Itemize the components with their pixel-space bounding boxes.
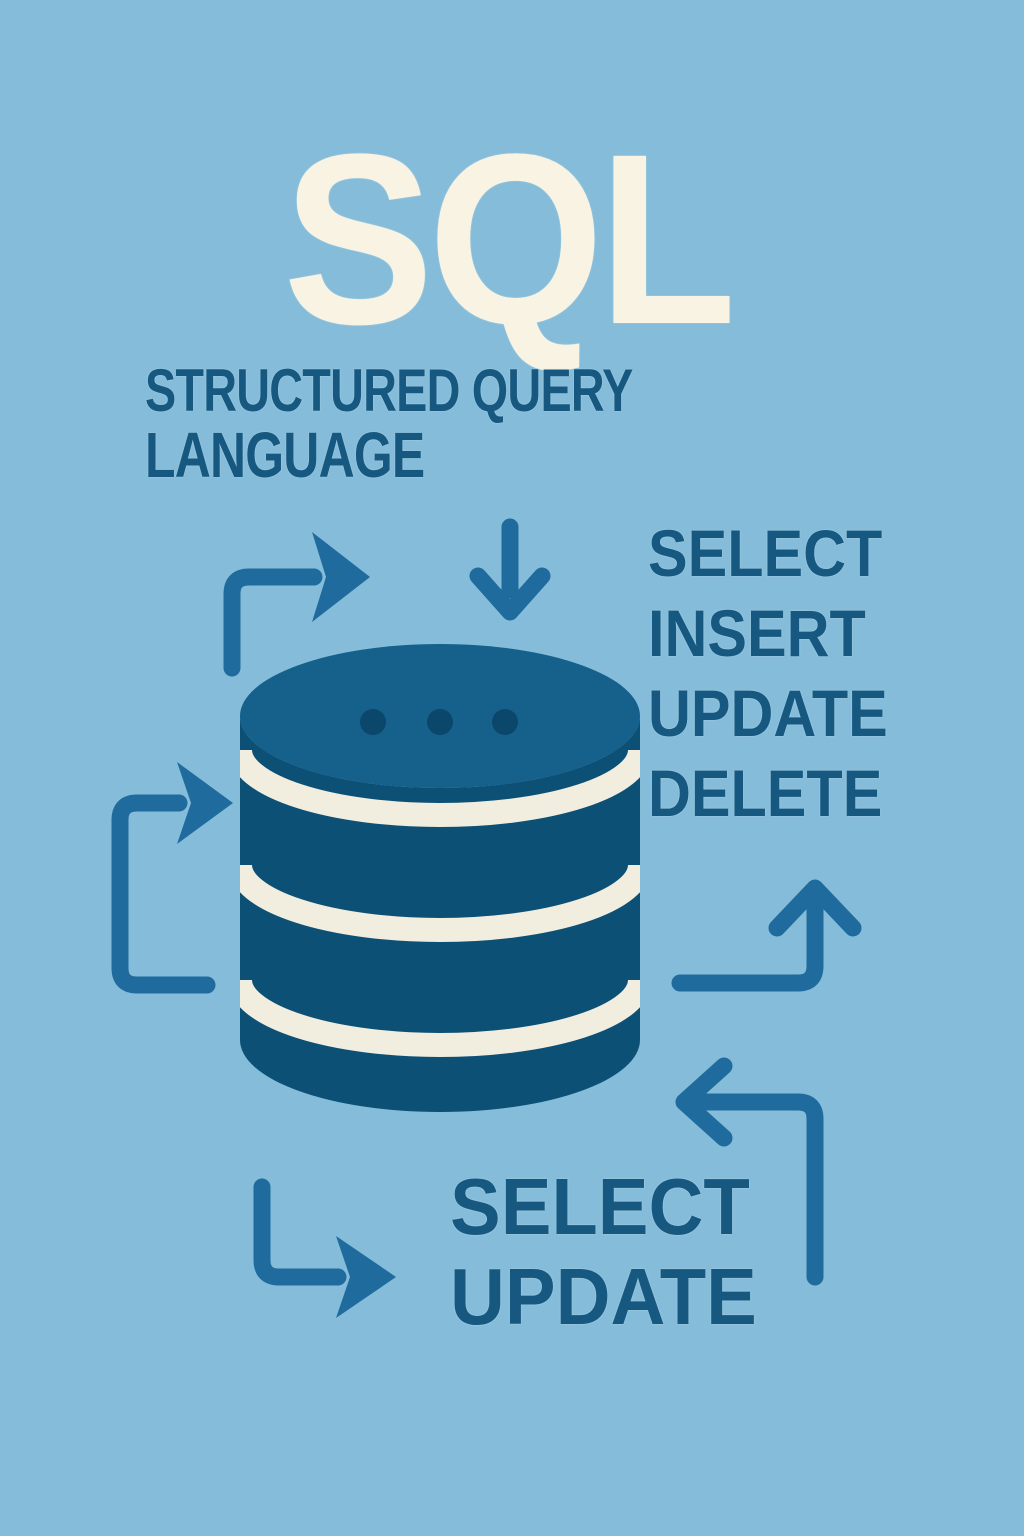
subtitle-line-1: STRUCTURED QUERY bbox=[145, 357, 633, 424]
operation-update: UPDATE bbox=[648, 676, 888, 750]
sql-operations-bottom: SELECT UPDATE bbox=[450, 1162, 757, 1342]
database-cylinder-icon bbox=[240, 644, 640, 1112]
operation-select: SELECT bbox=[648, 516, 883, 590]
page-title: SQL bbox=[283, 104, 736, 375]
operation-insert: INSERT bbox=[648, 596, 866, 670]
loop-left-arrow-icon bbox=[111, 762, 233, 994]
cylinder-stripes bbox=[240, 749, 640, 1057]
operation-select-bottom: SELECT bbox=[450, 1162, 750, 1251]
sql-operations-list: SELECT INSERT UPDATE DELETE bbox=[648, 513, 888, 833]
turn-left-arrow-icon bbox=[675, 1057, 824, 1286]
operation-delete: DELETE bbox=[648, 756, 883, 830]
down-arrow-icon bbox=[469, 518, 551, 621]
cylinder-dots bbox=[360, 709, 518, 735]
branch-right-arrow-icon bbox=[253, 1178, 396, 1318]
turn-right-arrow-icon bbox=[223, 532, 370, 677]
subtitle-line-2: LANGUAGE bbox=[145, 419, 425, 491]
operation-update-bottom: UPDATE bbox=[450, 1252, 757, 1341]
turn-up-arrow-icon bbox=[671, 879, 862, 992]
